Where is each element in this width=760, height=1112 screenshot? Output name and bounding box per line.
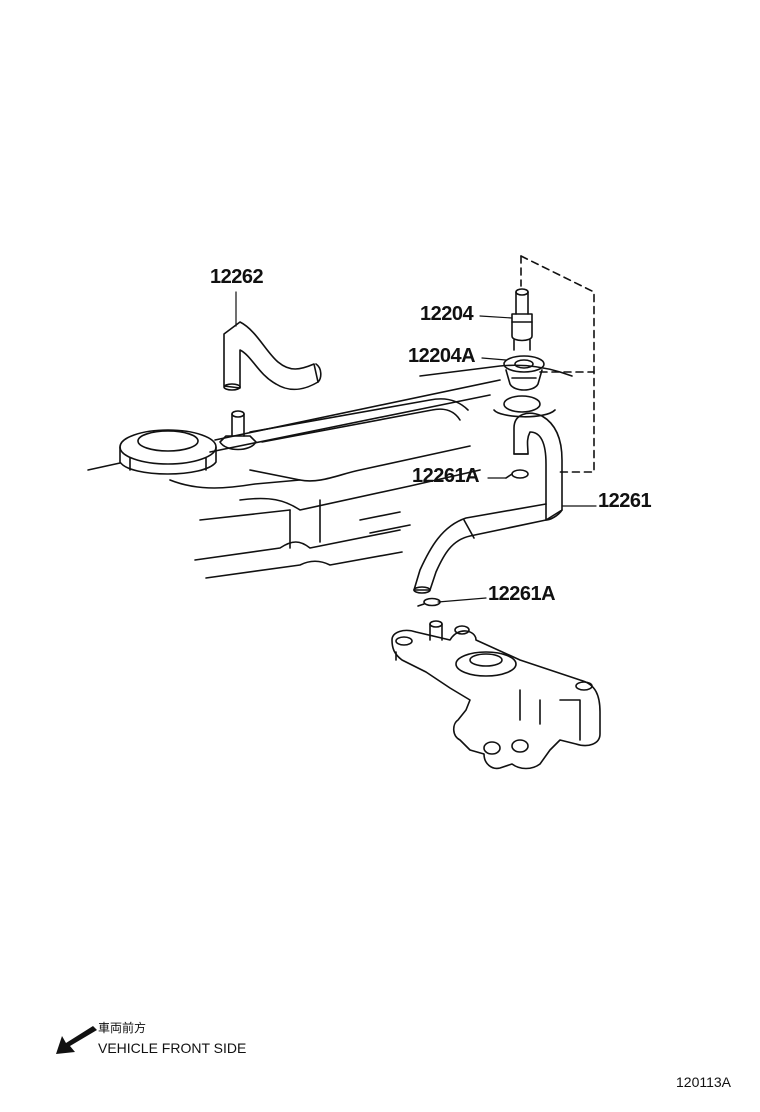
pcv-valve-boss	[493, 395, 556, 418]
clip-12261A-lower	[417, 597, 441, 607]
breather-nipple	[219, 410, 257, 451]
label-leaders	[235, 291, 597, 603]
clip-12261A-upper	[505, 469, 529, 479]
label-12262: 12262	[210, 266, 264, 288]
label-12261A-upper: 12261A	[412, 465, 480, 487]
diagram-code: 120113A	[676, 1074, 732, 1090]
label-12204: 12204	[420, 303, 474, 325]
label-12261: 12261	[598, 490, 652, 512]
pcv-valve-12204	[511, 288, 533, 351]
arrow-down-left-icon	[56, 1026, 97, 1054]
installation-leader	[520, 255, 595, 473]
hose-12262	[223, 321, 322, 391]
throttle-body-bracket	[391, 620, 601, 770]
hose-12261	[413, 412, 563, 594]
label-12261A-lower: 12261A	[488, 583, 556, 605]
grommet-12204A	[503, 355, 545, 391]
cylinder-head-cover	[87, 364, 573, 579]
oil-filler-cap	[119, 429, 217, 475]
vehicle-front-legend-jp: 車両前方	[98, 1021, 147, 1035]
vehicle-front-legend-en: VEHICLE FRONT SIDE	[98, 1040, 247, 1056]
label-12204A: 12204A	[408, 345, 476, 367]
